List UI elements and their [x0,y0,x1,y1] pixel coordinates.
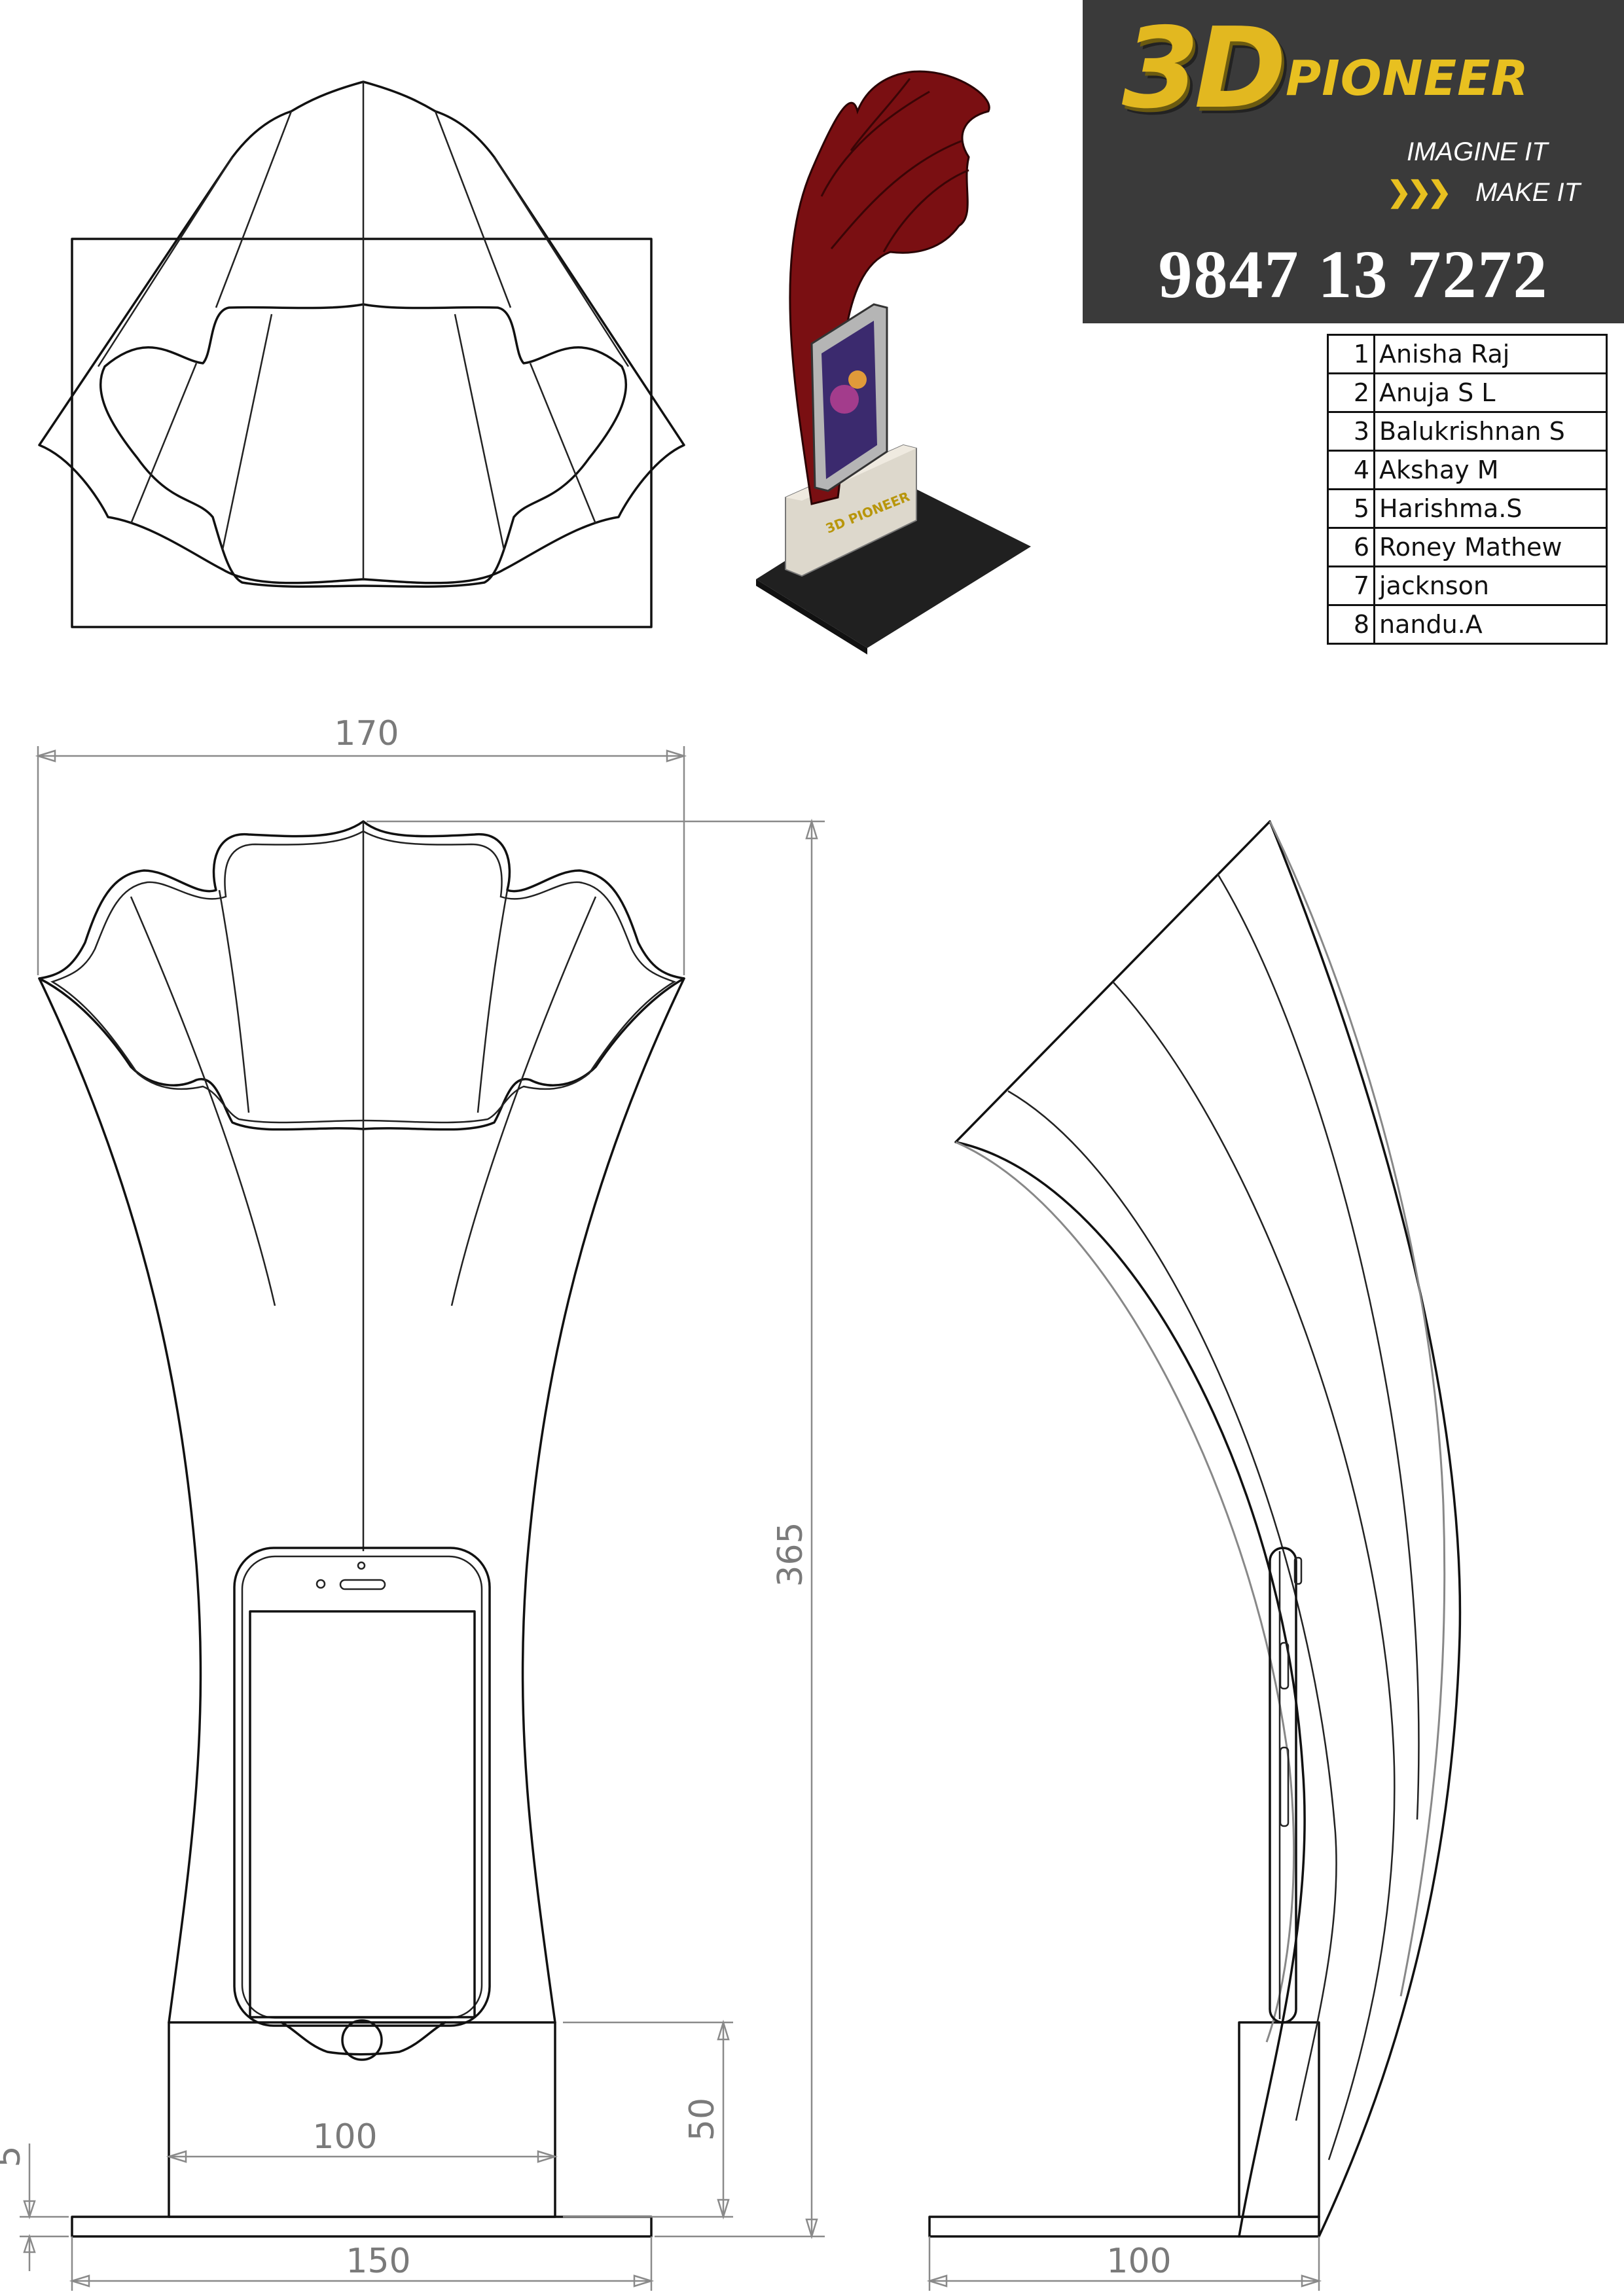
dim-base-width: 150 [346,2242,410,2281]
front-view-box [168,2021,556,2218]
front-view-base-plate [71,2215,653,2238]
logo-mark: 3D [1122,4,1286,134]
logo-tagline-imagine: IMAGINE IT [1407,137,1548,166]
dimensions: 170 365 50 100 5 150 100 [0,714,1322,2291]
side-view [928,820,1462,2238]
dim-box-height: 50 [683,2098,722,2141]
dim-box-width: 100 [312,2117,377,2157]
top-view [38,81,685,628]
member-name: Balukrishnan S [1373,411,1608,452]
front-view-phone [233,1547,491,2027]
dim-side-base-depth: 100 [1106,2242,1171,2281]
render-view: 3D PIONEER [756,70,1031,655]
render-base-plate [756,484,1031,648]
phone-number: 9847 13 7272 [1158,237,1549,312]
dim-total-height: 365 [771,1522,810,1587]
top-view-bell-outline [38,81,685,584]
logo-brand-name: PIONEER [1286,50,1529,107]
earpiece [339,1579,386,1590]
member-name: Harishma.S [1373,488,1608,529]
member-number: 2 [1327,372,1375,413]
member-number: 1 [1327,334,1375,374]
side-view-base-plate [928,2215,1320,2238]
side-view-box [1238,2021,1320,2218]
chevron-right-icon: ❯❯❯ [1387,176,1452,208]
side-view-horn-outline [954,820,1462,2238]
top-view-base-plate [71,238,653,628]
member-name: jacknson [1373,565,1608,606]
logo-tagline-make: MAKE IT [1475,178,1581,207]
side-view-phone [1269,1547,1297,2024]
member-number: 6 [1327,527,1375,567]
brand-logo: 3D PIONEER IMAGINE IT ❯❯❯ MAKE IT 9847 1… [1083,0,1624,323]
home-button [341,2019,383,2061]
member-number: 3 [1327,411,1375,452]
member-name: Roney Mathew [1373,527,1608,567]
member-name: Anuja S L [1373,372,1608,413]
member-number: 5 [1327,488,1375,529]
member-name: Anisha Raj [1373,334,1608,374]
front-view [38,820,685,2238]
member-number: 8 [1327,604,1375,645]
member-number: 4 [1327,450,1375,490]
dim-horn-width: 170 [334,714,399,753]
member-name: nandu.A [1373,604,1608,645]
member-name: Akshay M [1373,450,1608,490]
member-number: 7 [1327,565,1375,606]
dim-base-thickness: 5 [0,2145,28,2167]
front-view-bell-rim [38,820,685,1131]
front-view-horn-outline [38,977,685,2024]
front-view-phone-screen [249,1610,476,2018]
top-view-inner-rim [99,303,628,588]
